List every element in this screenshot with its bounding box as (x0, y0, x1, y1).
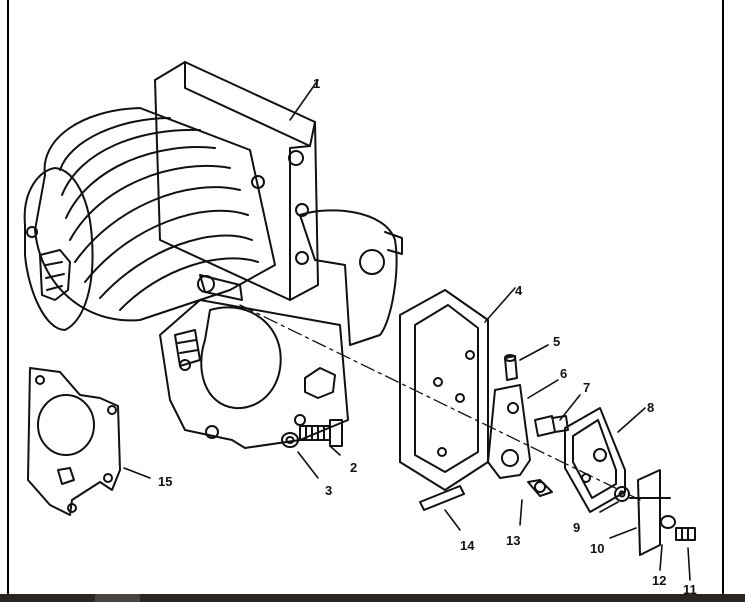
callout-2: 2 (350, 460, 357, 475)
part-washer-3 (281, 432, 319, 479)
callout-7: 7 (583, 380, 590, 395)
callout-14: 14 (460, 538, 475, 553)
center-line (239, 304, 641, 501)
callout-12: 12 (652, 573, 666, 588)
part-screw-11 (675, 527, 696, 581)
part-bracket-10 (609, 469, 671, 556)
part-washer-9 (599, 486, 630, 513)
callout-11: 11 (683, 582, 697, 597)
part-cover-plate-8 (564, 407, 646, 513)
part-gasket-15 (27, 367, 151, 516)
part-pin-5 (504, 344, 549, 381)
callout-5: 5 (553, 334, 560, 349)
part-lever-arm-6 (487, 379, 559, 479)
callout-6: 6 (560, 366, 567, 381)
callout-10: 10 (590, 541, 604, 556)
callout-1: 1 (313, 76, 320, 91)
callout-4: 4 (515, 283, 523, 298)
frame-left-border (7, 0, 9, 596)
callout-13: 13 (506, 533, 520, 548)
part-screw-7 (534, 394, 581, 437)
part-cap-screw-13 (519, 479, 553, 526)
callout-3: 3 (325, 483, 332, 498)
callout-8: 8 (647, 400, 654, 415)
part-pump-housing (159, 209, 403, 449)
part-lockwasher-12 (659, 515, 676, 571)
callout-15: 15 (158, 474, 172, 489)
callout-9: 9 (573, 520, 580, 535)
part-gasket-frame-4 (399, 287, 516, 491)
part-bolt-2 (299, 419, 343, 456)
frame-right-border (722, 0, 724, 596)
part-housing-assembly (23, 61, 319, 331)
bottom-scan-edge (0, 594, 745, 602)
part-dowel-pin-14 (419, 485, 465, 531)
